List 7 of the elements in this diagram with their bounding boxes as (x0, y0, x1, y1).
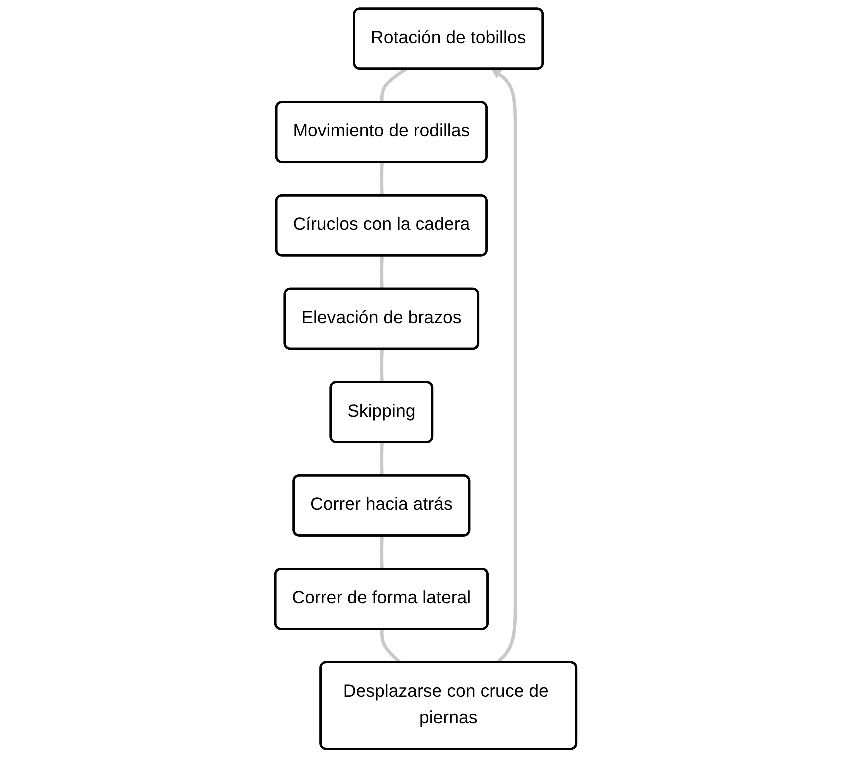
connector (380, 162, 384, 196)
connector (380, 256, 384, 290)
connector (380, 536, 384, 570)
connector (380, 349, 384, 383)
connector (380, 442, 384, 476)
connector (380, 630, 402, 664)
connector (380, 68, 408, 103)
